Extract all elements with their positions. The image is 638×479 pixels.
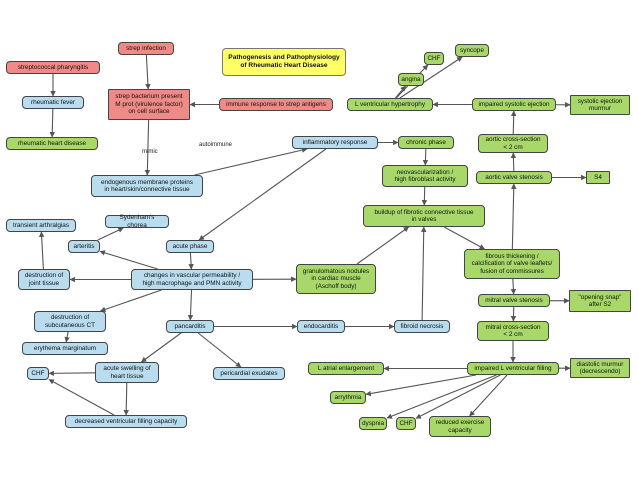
node-transient-arthralgias: transient arthralgias <box>6 219 76 232</box>
node-arteritis: arteritis <box>68 240 100 253</box>
edge-strep_bacterium-to-endogenous_proteins <box>144 119 151 176</box>
node-angina: angina <box>398 73 424 86</box>
node-fibroid-necrosis: fibroid necrosis <box>394 320 450 333</box>
edge-aortic_valve_stenosis-to-aortic_cross_section <box>510 152 517 172</box>
edge-granulomatous_nodules-to-buildup_fibrotic <box>356 226 410 265</box>
node-inflammatory-response: inflammatory response <box>292 136 378 149</box>
edge-acute_swelling-to-decreased_filling <box>123 382 129 416</box>
edge-rheumatic_fever-to-rheumatic_heart_disease <box>49 108 56 138</box>
node-chf-top: CHF <box>424 52 444 65</box>
edge-buildup_fibrotic-to-fibrous_thickening <box>443 226 485 250</box>
node-streptococcal-pharyngitis: streptococcal pharyngitis <box>6 61 100 74</box>
node-syncope: syncope <box>455 44 489 57</box>
node-chronic-phase: chronic phase <box>398 136 454 149</box>
edge-decreased_filling-to-chf_left <box>48 379 115 416</box>
edge-changes_vascular-to-pancarditis <box>187 289 194 321</box>
edge-pancarditis-to-pericardial_exudates <box>197 332 242 368</box>
node-arrythmia: arrythmia <box>330 391 366 404</box>
node-sydenhams-chorea: Sydenham's chorea <box>105 214 169 229</box>
edge-impaired_l_vent_filling-to-chf_bottom_right <box>415 374 501 419</box>
node-pancarditis: pancarditis <box>166 320 214 333</box>
node-aortic-cross-section: aortic cross-section < 2 cm <box>478 134 548 153</box>
node-l-atrial-enlargement: L atrial enlargement <box>308 362 384 375</box>
node-l-ventricular-hypertrophy: L ventricular hypertrophy <box>347 98 433 111</box>
node-strep-infection: strep infection <box>118 42 174 55</box>
node-mitral-valve-stenosis: mitral valve stenosis <box>478 294 550 307</box>
node-rheumatic-fever: rheumatic fever <box>22 96 84 109</box>
node-destruction-of-joint-tissue: destruction of joint tissue <box>18 269 70 290</box>
node-erythema-marginatum: erythema marginatum <box>22 342 108 355</box>
node-impaired-systolic-ejection: impaired systolic ejection <box>472 98 556 111</box>
edge-label-mimic: mimic <box>142 149 158 155</box>
node-chf-bottom-right: CHF <box>396 417 416 430</box>
node-s4: S4 <box>586 171 610 184</box>
diagram-title: Pathogenesis and Pathophysiology of Rheu… <box>222 48 346 76</box>
edge-fibroid_necrosis-to-buildup_fibrotic <box>420 226 427 321</box>
edge-changes_vascular-to-arteritis <box>99 250 158 270</box>
edge-arteritis-to-sydenhams_chorea <box>97 227 124 241</box>
edge-destruction_joint-to-transient_arthralgias <box>38 231 45 270</box>
edge-strep_infection-to-strep_bacterium <box>145 54 151 90</box>
node-rheumatic-heart-disease: rheumatic heart disease <box>6 137 98 150</box>
node-systolic-ejection-murmur: systolic ejection murmur <box>570 95 630 115</box>
node-acute-swelling-heart-tissue: acute swelling of heart tissue <box>95 362 159 383</box>
node-aortic-valve-stenosis: aortic valve stenosis <box>476 171 552 184</box>
node-impaired-l-ventricular-filling: impaired L ventricular filling <box>467 362 559 375</box>
edge-aortic_cross_section-to-impaired_systolic <box>510 110 517 135</box>
node-decreased-ventricular-filling: decreased ventricular filling capacity <box>65 415 187 428</box>
node-chf-left: CHF <box>27 367 49 380</box>
edge-label-autoimmune: autoimmune <box>199 142 233 148</box>
node-acute-phase: acute phase <box>166 240 214 253</box>
node-reduced-exercise-capacity: reduced exercise capacity <box>429 416 491 437</box>
edge-impaired_l_vent_filling-to-dyspnia <box>386 374 497 419</box>
edge-changes_vascular-to-destruction_subcutaneous <box>99 289 162 312</box>
edge-inflammatory_response-to-acute_phase <box>198 148 327 241</box>
node-dyspnia: dyspnia <box>359 417 387 430</box>
node-mitral-cross-section: mitral cross-section < 2 cm <box>477 321 549 341</box>
node-immune-response: immune response to strep antigens <box>219 98 333 111</box>
node-diastolic-murmur: diastolic murmur (decrescendo) <box>570 358 630 378</box>
edge-acute_phase-to-changes_vascular <box>188 252 194 270</box>
node-granulomatous-nodules: granulomatous nodules in cardiac muscle … <box>296 264 376 294</box>
edge-acute_swelling-to-chf_left <box>48 370 96 377</box>
node-endocarditis: endocarditis <box>297 320 345 333</box>
edge-endogenous_proteins-to-inflammatory_response <box>194 147 308 176</box>
node-opening-snap: "opening snap" after S2 <box>569 290 631 312</box>
node-destruction-subcutaneous-ct: destruction of subcutaneous CT <box>34 311 106 332</box>
edge-pancarditis-to-acute_swelling <box>140 332 182 363</box>
edge-impaired_l_vent_filling-to-reduced_exercise <box>469 374 508 417</box>
node-endogenous-membrane-proteins: endogenous membrane proteins in heart/sk… <box>91 175 203 197</box>
edge-destruction_subcutaneous-to-erythema_marginatum <box>64 331 70 343</box>
edge-fibrous_thickening-to-aortic_valve_stenosis <box>510 183 517 250</box>
node-pericardial-exudates: pericardial exudates <box>213 367 285 380</box>
edge-l_vent_hypertrophy-to-syncope <box>399 56 463 99</box>
node-changes-vascular-permeability: changes in vascular permeability / high … <box>131 269 253 290</box>
edge-impaired_l_vent_filling-to-arrythmia <box>365 374 477 397</box>
node-fibrous-thickening: fibrous thickening / calcification of va… <box>464 249 560 279</box>
node-buildup-fibrotic-tissue: buildup of fibrotic connective tissue in… <box>363 205 485 227</box>
edge-fibrous_thickening-to-mitral_valve_stenosis <box>510 278 517 295</box>
node-neovascularization: neovascularization / high fibroblast act… <box>382 165 468 187</box>
edge-l_vent_hypertrophy-to-angina <box>395 85 406 99</box>
node-strep-bacterium: strep bacterium present M prot (virulenc… <box>108 89 190 120</box>
